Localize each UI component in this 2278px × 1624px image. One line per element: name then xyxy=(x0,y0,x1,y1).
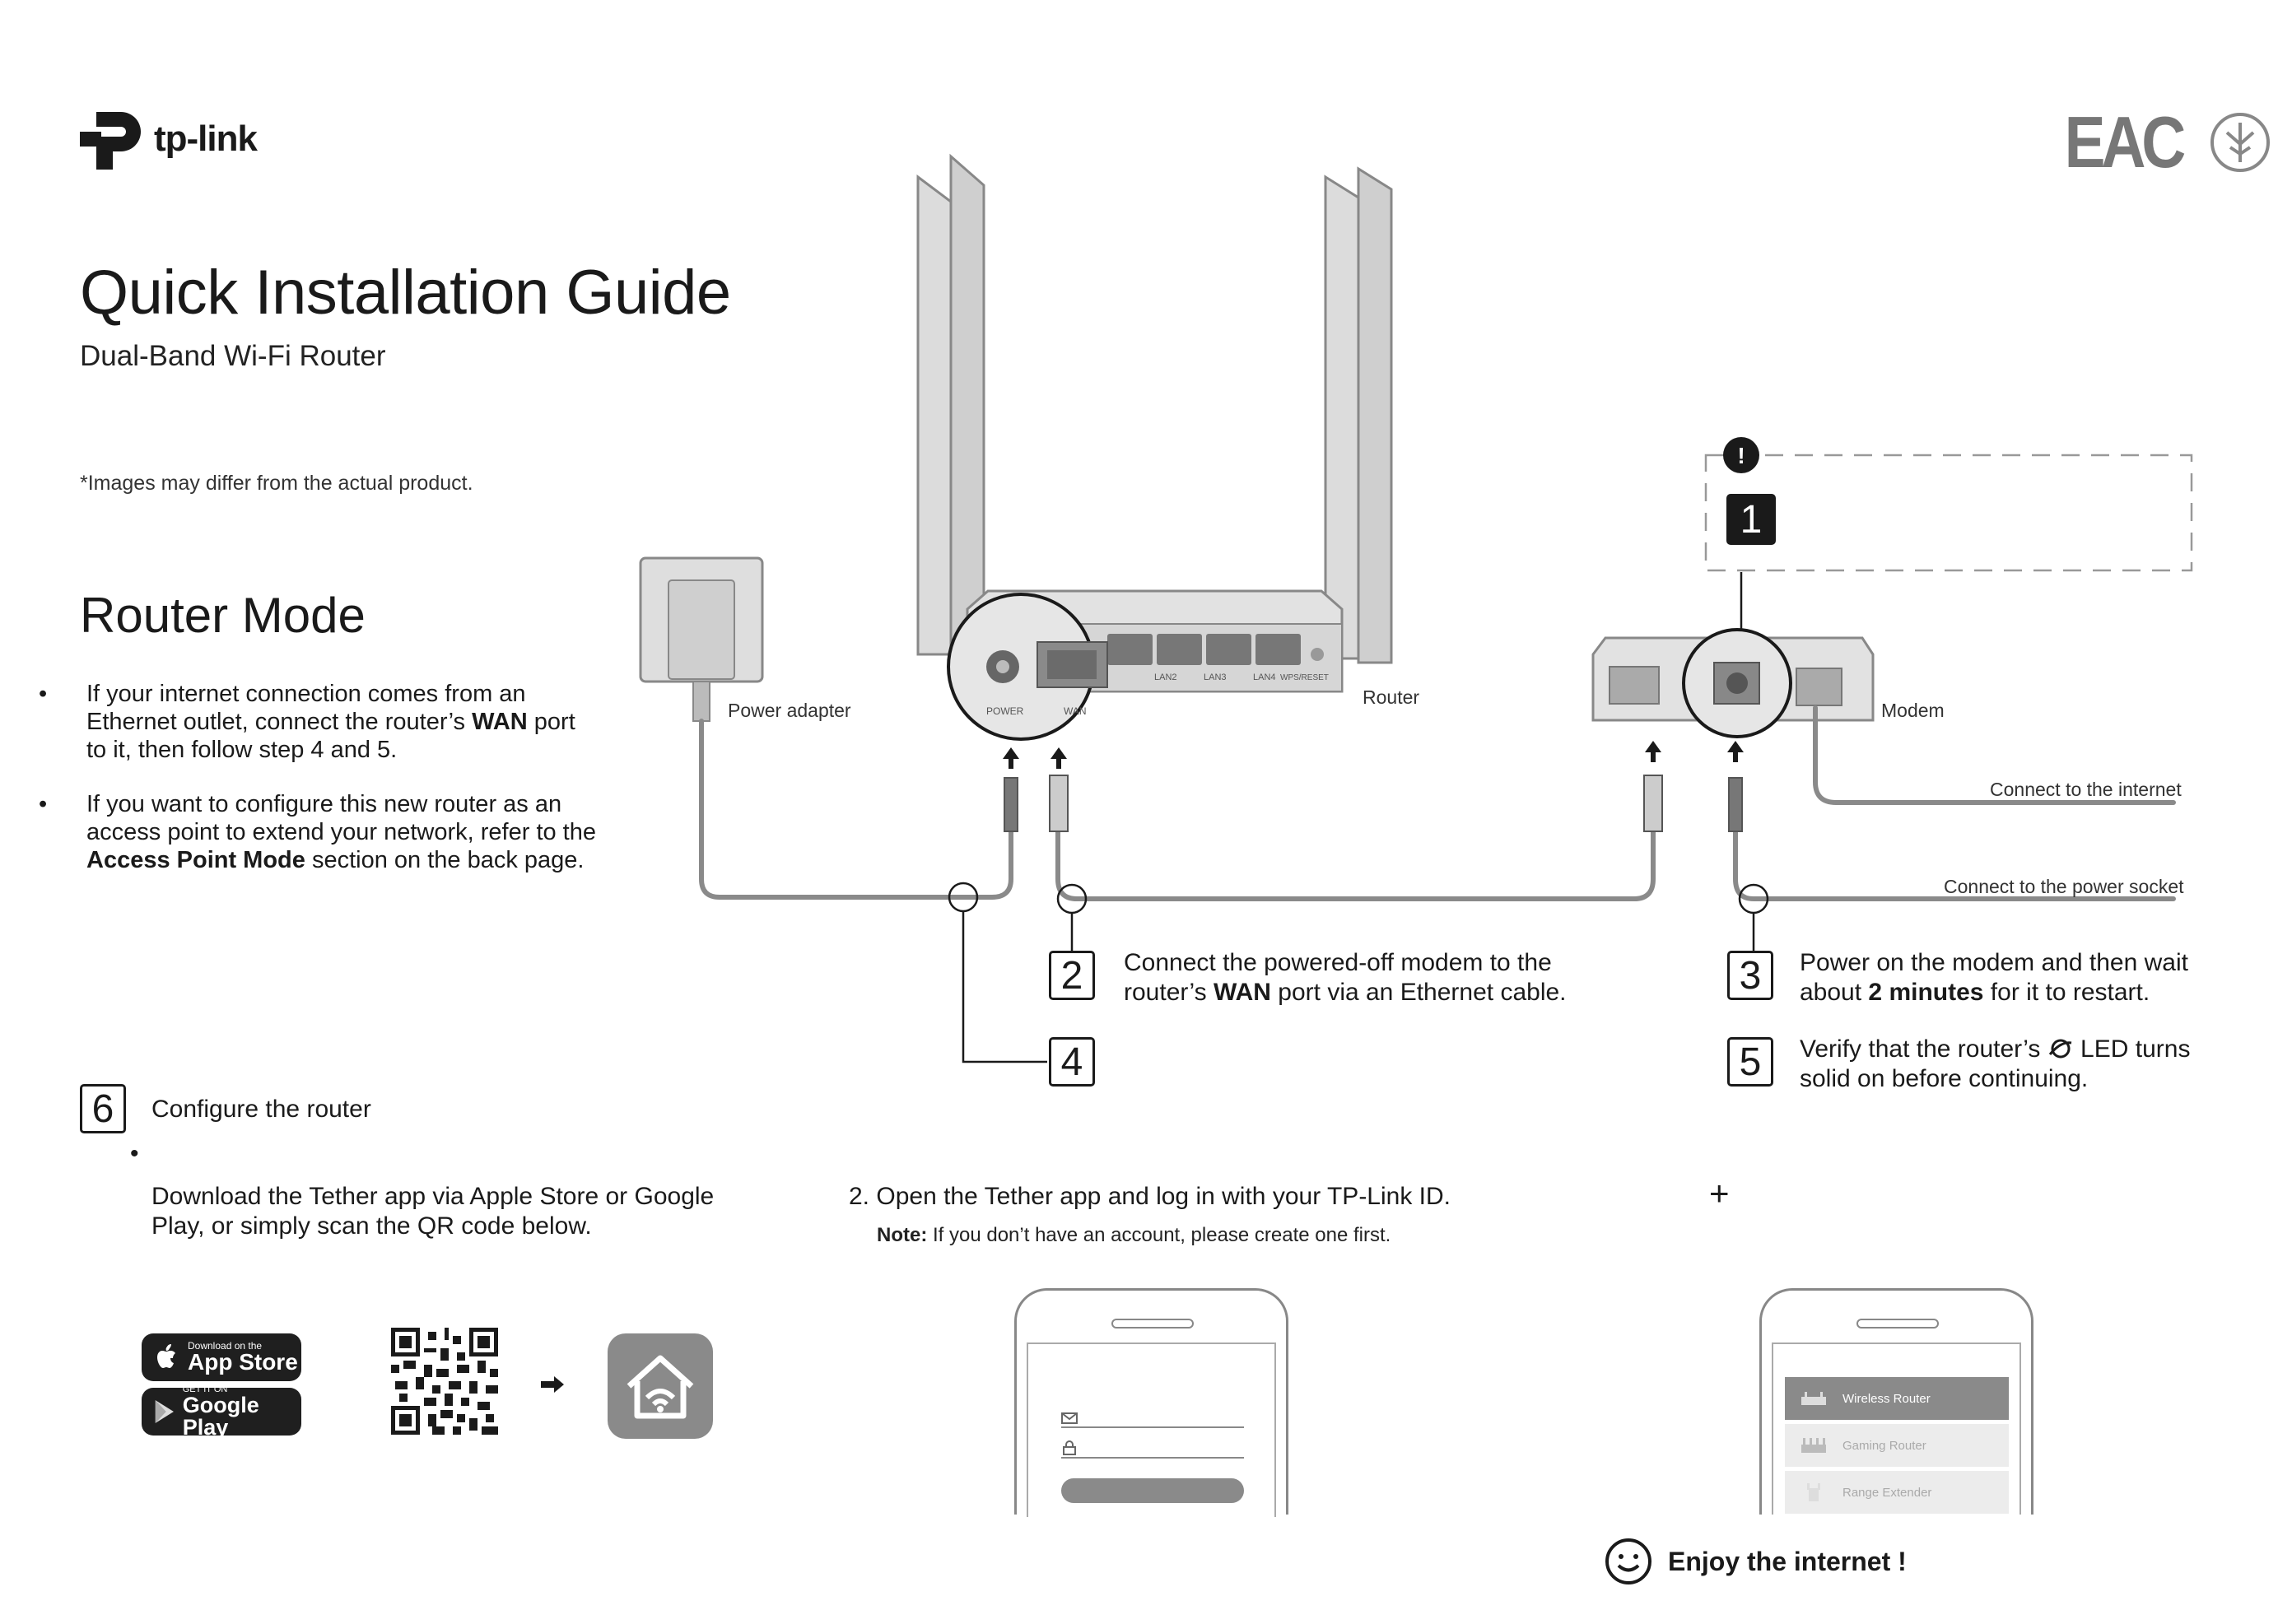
step-5-number: 5 xyxy=(1727,1037,1773,1087)
step-6-label: Configure the router xyxy=(151,1096,371,1123)
step-2-text: Connect the powered-off modem to the rou… xyxy=(1124,949,1567,1006)
label-modem: Modem xyxy=(1881,700,1945,721)
plus-icon: + xyxy=(1709,1174,1730,1212)
smiley-icon xyxy=(1605,1538,1651,1584)
port-label-wan: WAN xyxy=(1064,705,1087,717)
router-port-zoom xyxy=(947,593,1108,741)
phone-screen: Wireless Router Gaming Router Range Exte… xyxy=(1772,1342,2021,1515)
phone-speaker xyxy=(1111,1319,1194,1329)
bullet-ethernet: If your internet connection comes from a… xyxy=(39,680,622,764)
lock-icon xyxy=(1063,1440,1076,1455)
range-extender-icon xyxy=(1807,1483,1820,1501)
qr-code[interactable] xyxy=(391,1328,498,1435)
email-icon xyxy=(1061,1412,1078,1424)
plug-connectors xyxy=(1004,775,1743,832)
label-connect-power: Connect to the power socket xyxy=(1944,876,2184,897)
google-play-big-text: Google Play xyxy=(182,1392,259,1440)
eac-mark: EAC xyxy=(2064,101,2187,183)
router-icon xyxy=(1801,1392,1826,1405)
password-field-line xyxy=(1061,1457,1244,1459)
step-5-text: Verify that the router’s LED turns solid… xyxy=(1800,1035,2191,1092)
port-label-lan4: LAN4 xyxy=(1253,672,1276,682)
internet-led-icon xyxy=(2048,1039,2071,1059)
step-3-text: Power on the modem and then wait about 2… xyxy=(1800,949,2188,1006)
device-item-gaming-router: Gaming Router xyxy=(1785,1424,2009,1467)
bullet-access-point: If you want to configure this new router… xyxy=(39,790,622,874)
arrow-right-icon xyxy=(541,1376,564,1393)
disclaimer: *Images may differ from the actual produ… xyxy=(80,472,473,495)
label-connect-internet: Connect to the internet xyxy=(1990,779,2182,800)
router-antennas xyxy=(916,153,1393,664)
google-play-small-text: GET IT ON xyxy=(182,1384,228,1394)
phone-speaker xyxy=(1856,1319,1939,1329)
page-title: Quick Installation Guide xyxy=(80,258,731,328)
open-app-instruction: 2. Open the Tether app and log in with y… xyxy=(849,1183,1451,1210)
modem-port-zoom xyxy=(1682,628,1792,738)
enjoy-message: Enjoy the internet ! xyxy=(1604,1537,1907,1586)
page-subtitle: Dual-Band Wi-Fi Router xyxy=(80,340,386,372)
configure-bullet: • xyxy=(130,1140,139,1167)
svg-text:!: ! xyxy=(1737,443,1745,468)
port-label-lan3: LAN3 xyxy=(1204,672,1227,682)
device-item-wireless-router: Wireless Router xyxy=(1785,1377,2009,1420)
step-6-number: 6 xyxy=(80,1084,126,1133)
step-2-number: 2 xyxy=(1049,951,1095,1000)
app-store-badge[interactable]: Download on the App Store xyxy=(142,1333,301,1381)
app-store-big-text: App Store xyxy=(188,1349,298,1375)
google-play-badge[interactable]: GET IT ON Google Play xyxy=(142,1384,301,1440)
certification-marks: EAC xyxy=(2054,100,2271,184)
login-button xyxy=(1061,1478,1244,1503)
section-heading-router-mode: Router Mode xyxy=(80,588,366,643)
download-instructions: Download the Tether app via Apple Store … xyxy=(151,1183,715,1240)
port-label-lan2: LAN2 xyxy=(1154,672,1177,682)
router-mode-bullets: If your internet connection comes from a… xyxy=(39,680,622,900)
google-play-icon xyxy=(155,1400,174,1423)
gaming-router-icon xyxy=(1801,1438,1826,1453)
step-1-badge: 1 xyxy=(1726,494,1776,545)
step-4-number: 4 xyxy=(1049,1037,1095,1087)
cables xyxy=(699,705,2176,901)
port-label-wps: WPS/RESET xyxy=(1280,673,1329,682)
account-note: Note: If you don’t have an account, plea… xyxy=(877,1224,1391,1246)
conformity-mark-icon xyxy=(2210,113,2270,172)
port-label-power: POWER xyxy=(986,705,1024,717)
step-3-number: 3 xyxy=(1727,951,1773,1000)
brand-name: tp-link xyxy=(154,119,258,159)
tp-link-logo-icon xyxy=(80,112,141,170)
brand-logo: tp-link xyxy=(80,105,258,173)
callout-lines xyxy=(948,572,1769,1063)
device-item-range-extender: Range Extender xyxy=(1785,1471,2009,1514)
tether-app-icon[interactable] xyxy=(608,1333,713,1439)
phone-devices-mockup: Wireless Router Gaming Router Range Exte… xyxy=(1759,1288,2033,1515)
label-router: Router xyxy=(1363,686,1420,708)
email-field-line xyxy=(1061,1426,1244,1428)
insert-arrows xyxy=(1003,741,1744,769)
app-store-small-text: Download on the xyxy=(188,1340,263,1352)
home-wifi-icon xyxy=(627,1355,694,1419)
dashed-note-box xyxy=(1704,454,2193,572)
power-adapter xyxy=(639,556,764,722)
phone-screen xyxy=(1027,1342,1276,1517)
phone-login-mockup xyxy=(1014,1288,1288,1517)
label-power-adapter: Power adapter xyxy=(728,700,851,721)
apple-icon xyxy=(157,1344,175,1368)
alert-icon xyxy=(1723,437,1759,473)
